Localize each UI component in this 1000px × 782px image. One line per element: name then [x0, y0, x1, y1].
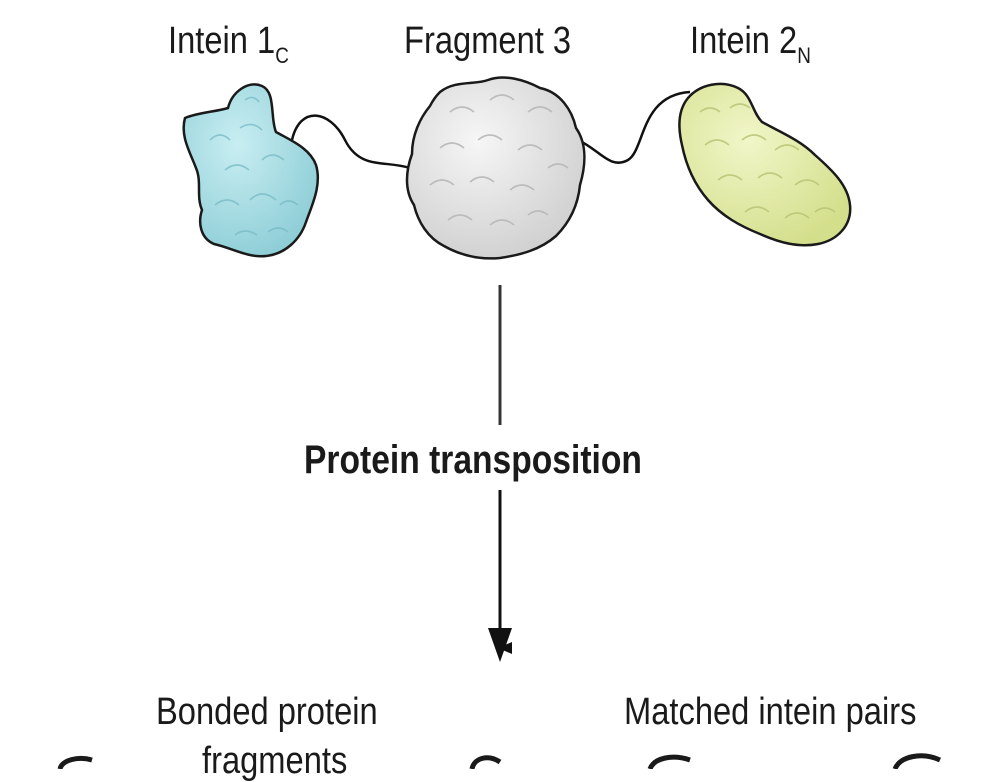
process-label: Protein transposition	[304, 438, 642, 482]
intein2-label-subscript: N	[797, 43, 811, 68]
bonded-fragments-label-line2: fragments	[202, 740, 348, 782]
linker-intein1-fragment3	[290, 114, 411, 170]
fragment3-label: Fragment 3	[404, 20, 572, 62]
fragment3-blob	[405, 76, 586, 260]
intein1-label: Intein 1C	[168, 20, 289, 68]
linker-fragment3-intein2	[577, 90, 691, 164]
matched-intein-pairs-label: Matched intein pairs	[624, 691, 917, 733]
intein1-label-subscript: C	[275, 43, 289, 68]
bottom-cropped-shapes	[57, 753, 942, 769]
intein2-blob	[678, 82, 852, 247]
intein2-label: Intein 2N	[690, 20, 811, 68]
arrow-head	[488, 628, 512, 662]
intein1-blob	[182, 83, 320, 258]
bonded-fragments-label: Bonded protein	[156, 691, 378, 733]
